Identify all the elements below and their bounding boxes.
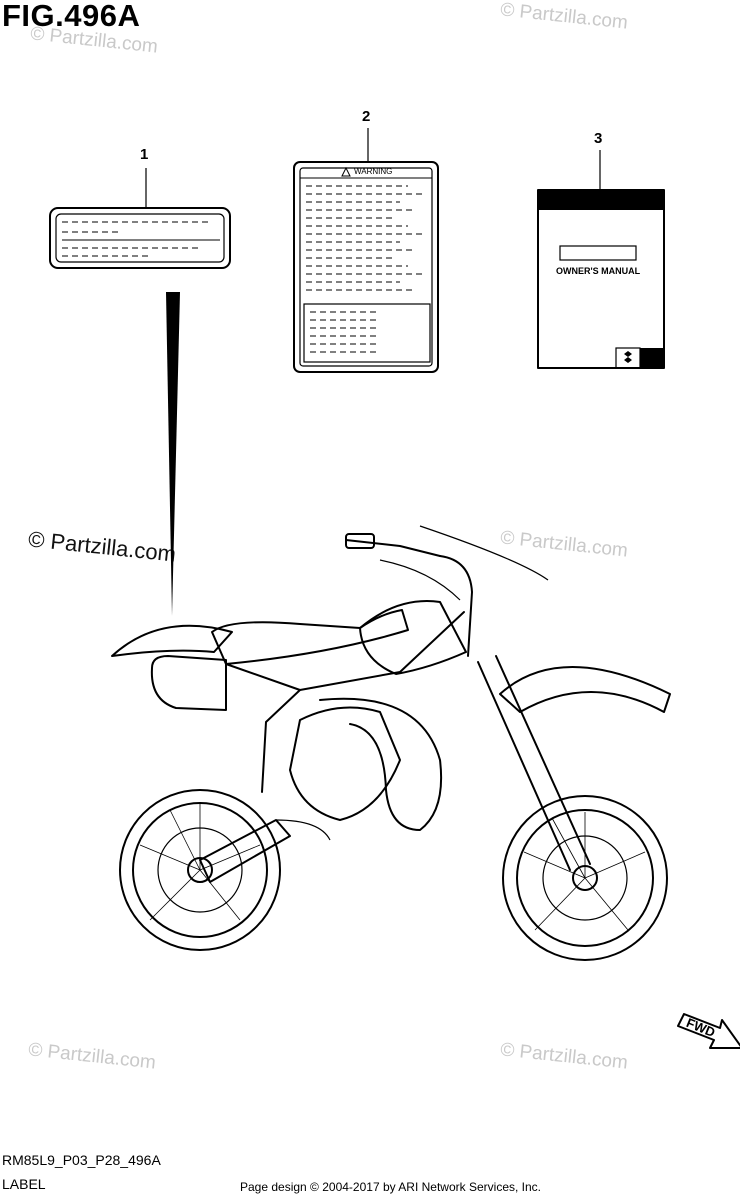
callout-2[interactable]: 2 bbox=[362, 108, 371, 125]
fwd-arrow-icon bbox=[677, 1013, 740, 1049]
figure-title: FIG.496A bbox=[2, 0, 141, 33]
copyright-footer: Page design © 2004-2017 by ARI Network S… bbox=[240, 1180, 542, 1194]
manual-title: OWNER'S MANUAL bbox=[556, 266, 641, 276]
label-1-sticker bbox=[49, 207, 231, 269]
callout-3[interactable]: 3 bbox=[594, 130, 603, 147]
diagram-code: RM85L9_P03_P28_496A bbox=[2, 1152, 161, 1168]
part-3-owners-manual bbox=[537, 189, 665, 369]
motorcycle-drawing bbox=[111, 525, 671, 961]
suzuki-logo-icon bbox=[624, 351, 632, 363]
warning-triangle-icon bbox=[341, 166, 351, 177]
label-2-warning bbox=[293, 161, 439, 373]
location-pointer bbox=[166, 292, 180, 616]
callout-1[interactable]: 1 bbox=[140, 146, 149, 163]
warning-heading: WARNING bbox=[354, 167, 393, 176]
diagram-name: LABEL bbox=[2, 1176, 46, 1192]
